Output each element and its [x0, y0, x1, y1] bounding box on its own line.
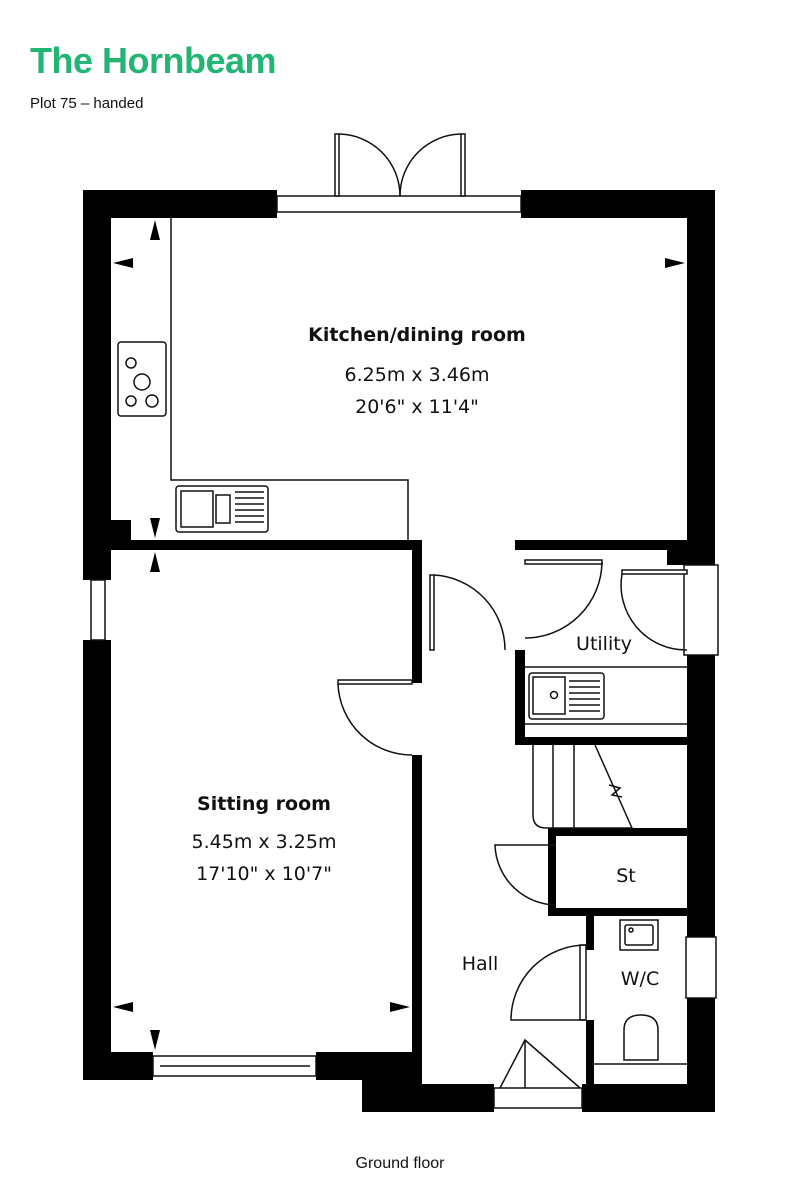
patio-doors: [276, 133, 522, 213]
windows: [90, 564, 719, 1077]
floor-caption: Ground floor: [355, 1155, 445, 1172]
stairs: [532, 744, 634, 829]
plan-title: The Hornbeam: [30, 40, 277, 81]
kitchen-room-label: Kitchen/dining room: [308, 324, 526, 346]
kitchen-imperial-size: 20'6" x 11'4": [355, 396, 479, 418]
sitting-imperial-size: 17'10" x 10'7": [196, 863, 332, 885]
plot-subtitle: Plot 75 – handed: [30, 95, 144, 112]
wc-label: W/C: [621, 968, 659, 990]
sink-icon: [175, 485, 269, 533]
store-label: St: [616, 865, 636, 887]
sitting-room-label: Sitting room: [197, 793, 331, 815]
interior-walls: [111, 540, 687, 1084]
utility-units: [525, 666, 687, 725]
wall-notch: [667, 540, 687, 565]
interior-doors: [337, 559, 688, 1021]
hob-icon: [117, 341, 167, 417]
front-door: [493, 1038, 583, 1109]
utility-label: Utility: [576, 633, 632, 655]
hall-label: Hall: [462, 953, 499, 975]
kitchen-units: [113, 218, 685, 1050]
sitting-metric-size: 5.45m x 3.25m: [192, 831, 337, 853]
wc-fixtures: [594, 919, 687, 1065]
kitchen-metric-size: 6.25m x 3.46m: [345, 364, 490, 386]
